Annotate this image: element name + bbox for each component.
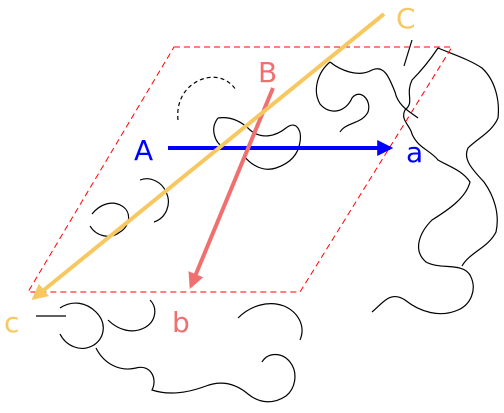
- label-B: B: [258, 56, 277, 89]
- tile-tick-top: [403, 39, 413, 67]
- tile-motif-right: [371, 47, 500, 315]
- tile-motif-upper-mid: [315, 61, 419, 133]
- label-b: b: [172, 306, 190, 339]
- label-A: A: [134, 134, 153, 167]
- arrow-B-to-b: [188, 87, 275, 289]
- arrow-C-to-c: [31, 12, 386, 301]
- tile-motif-bottom: [59, 299, 303, 403]
- label-C: C: [396, 2, 416, 35]
- tile-outlines: [36, 39, 500, 403]
- tile-motif-dashed-cap: [177, 76, 237, 121]
- label-a: a: [406, 136, 423, 169]
- tile-motif-left: [89, 178, 169, 237]
- unit-cell-outline: [27, 46, 453, 293]
- label-c: c: [4, 306, 19, 339]
